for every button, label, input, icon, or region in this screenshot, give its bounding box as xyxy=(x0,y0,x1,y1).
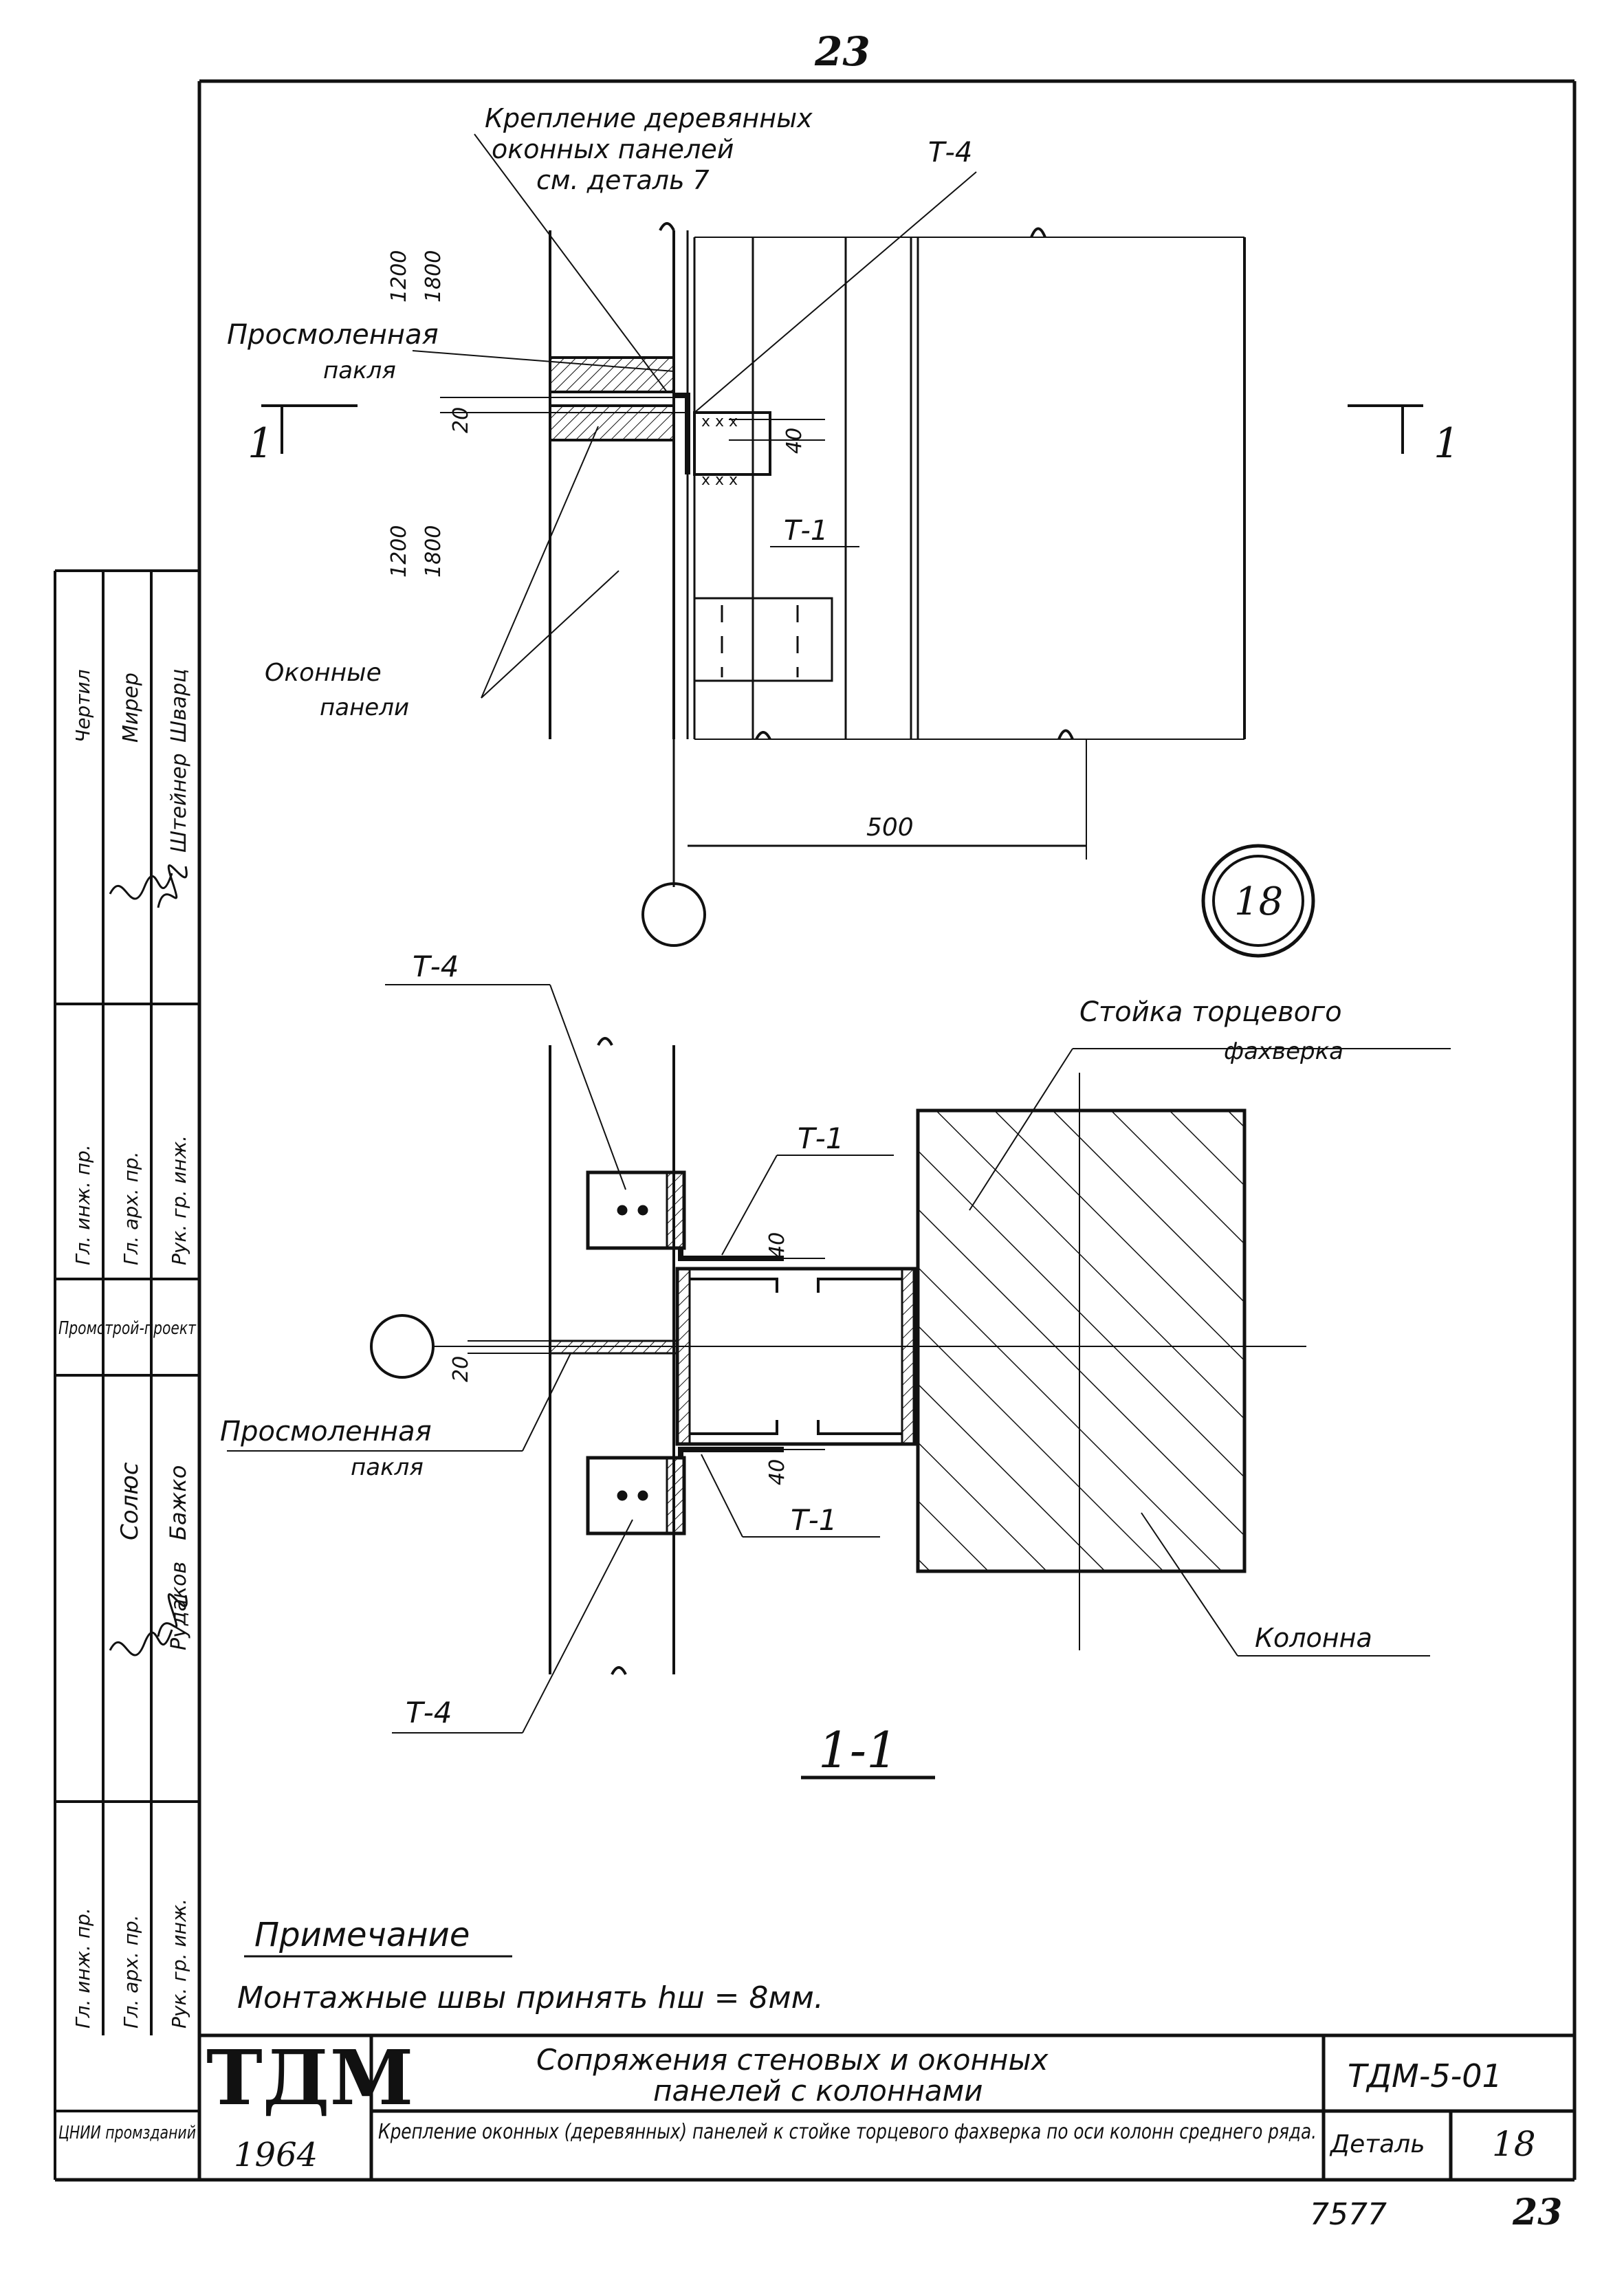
title-block xyxy=(199,2033,1574,2180)
dim-1200-top: 1200 xyxy=(387,250,411,303)
tow-label-section-line2: пакля xyxy=(351,1454,424,1481)
note-text: Монтажные швы принять hш = 8мм. xyxy=(237,1980,824,2015)
stamp-cell: Шварц xyxy=(167,668,191,743)
dim-1800-bottom: 1800 xyxy=(421,525,446,578)
fastening-note-line3: см. деталь 7 xyxy=(536,165,710,195)
svg-text:x x x: x x x xyxy=(701,472,738,489)
section-mark-right: 1 xyxy=(1434,419,1460,468)
note-heading: Примечание xyxy=(254,1916,470,1954)
dim-1200-bottom: 1200 xyxy=(387,525,411,578)
panels-label-line2: панели xyxy=(320,694,409,721)
panels-label-line1: Оконные xyxy=(265,659,382,687)
axis-bubble-top xyxy=(641,882,706,947)
sheet-frame xyxy=(55,79,1577,2182)
title-year: 1964 xyxy=(234,2136,318,2174)
dim-20-top: 20 xyxy=(449,407,473,433)
section-title: 1-1 xyxy=(818,1721,898,1779)
stamp-cell: Бажко xyxy=(165,1465,191,1540)
elevation-view: x x x x x x xyxy=(261,133,1423,887)
title-detail-label: Деталь xyxy=(1329,2130,1425,2158)
stamp-bottom-org: ЦНИИ промзданий xyxy=(58,2123,196,2143)
title-line1: Сопряжения стеновых и оконных xyxy=(536,2043,1049,2077)
title-detail-number: 18 xyxy=(1492,2124,1536,2164)
section-view xyxy=(227,984,1451,1780)
page-number-bottom: 23 xyxy=(1512,2191,1562,2233)
axis-bubble-section xyxy=(370,1314,435,1379)
t1-label-section-top: Т-1 xyxy=(798,1122,844,1155)
dim-1800-top: 1800 xyxy=(421,250,446,303)
title-line2: панелей с колоннами xyxy=(653,2074,983,2108)
title-logo: ТДМ xyxy=(206,2033,413,2122)
fastening-note-ref: Т-4 xyxy=(928,137,972,168)
page-number-top: 23 xyxy=(814,28,870,75)
tow-label-line1: Просмоленная xyxy=(227,319,439,351)
tow-label-line2: пакля xyxy=(323,357,396,384)
stamp-cell: Штейнер xyxy=(167,753,191,853)
stamp-cell: Гл. инж. пр. xyxy=(72,1907,94,2029)
stamp-cell: Гл. арх. пр. xyxy=(120,1151,142,1265)
stamp-cell: Рук. гр. инж. xyxy=(168,1135,190,1265)
section-mark-left: 1 xyxy=(248,419,274,468)
stamp-cell: Мирер xyxy=(119,673,143,743)
stamp-org: Промстрой-проект xyxy=(58,1318,197,1339)
dim-500: 500 xyxy=(866,813,914,842)
stamp-cell: Чертил xyxy=(72,669,94,743)
fastening-note-line1: Крепление деревянных xyxy=(485,103,813,133)
detail-mark-inner xyxy=(1212,855,1304,947)
dim-40-section-top: 40 xyxy=(765,1232,789,1258)
signatures xyxy=(109,864,188,1657)
stamp-cell: Гл. инж. пр. xyxy=(72,1144,94,1265)
side-stamp xyxy=(54,569,199,2180)
tow-label-section-line1: Просмоленная xyxy=(220,1416,432,1447)
dim-20-section: 20 xyxy=(449,1356,473,1382)
t1-label-section-bottom: Т-1 xyxy=(791,1503,837,1537)
post-label-line2: фахверка xyxy=(1224,1038,1343,1065)
dim-40-section-bottom: 40 xyxy=(765,1459,789,1485)
archive-number: 7577 xyxy=(1310,2197,1387,2232)
title-description: Крепление оконных (деревянных) панелей к… xyxy=(378,2120,1317,2144)
detail-mark-number: 18 xyxy=(1234,879,1283,924)
detail-mark-outer xyxy=(1201,844,1315,958)
t1-label-top: Т-1 xyxy=(784,515,828,547)
t4-label-bottom: Т-4 xyxy=(406,1696,452,1729)
stamp-cell: Гл. арх. пр. xyxy=(120,1914,142,2029)
dim-40-top: 40 xyxy=(782,428,806,454)
stamp-cell: Рук. гр. инж. xyxy=(168,1899,190,2029)
stamp-cell: Солюс xyxy=(116,1462,144,1540)
post-label-line1: Стойка торцевого xyxy=(1079,996,1342,1028)
fastening-note-line2: оконных панелей xyxy=(492,134,734,164)
t4-label-top: Т-4 xyxy=(413,950,459,983)
svg-text:x x x: x x x xyxy=(701,413,738,430)
title-code: ТДМ-5-01 xyxy=(1348,2057,1502,2095)
column-label: Колонна xyxy=(1255,1623,1372,1653)
stamp-texts: Чертил Мирер Шварц Штейнер Гл. инж. пр. … xyxy=(58,668,197,2143)
